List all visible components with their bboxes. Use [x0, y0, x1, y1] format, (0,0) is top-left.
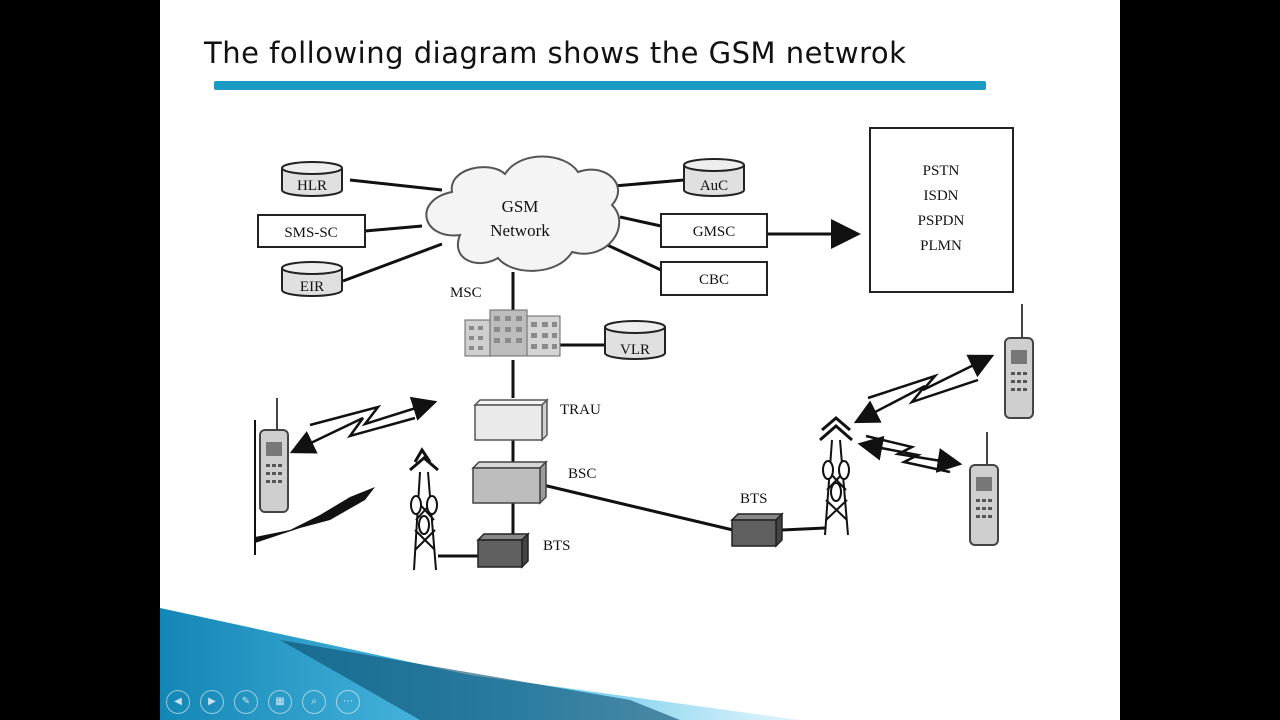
lightning-signal-icon	[853, 354, 995, 424]
gmsc-label: GMSC	[693, 224, 736, 240]
coverage-area-shape	[254, 420, 375, 555]
title-underline	[214, 81, 986, 90]
sms-sc-box[interactable]: SMS-SC	[257, 214, 366, 248]
external-network-isdn: ISDN	[923, 188, 958, 204]
slide: The following diagram shows the GSM netw…	[160, 0, 1120, 720]
cylinder-database-icon	[683, 158, 745, 197]
previous-slide-icon[interactable]: ◀	[166, 690, 190, 714]
auc-database[interactable]: AuC	[683, 158, 745, 197]
lightning-signal-icon	[289, 396, 438, 454]
hlr-database[interactable]: HLR	[281, 161, 343, 197]
mobile-phone-icon	[1004, 304, 1034, 419]
sms-sc-label: SMS-SC	[284, 225, 337, 241]
hlr-label: HLR	[297, 178, 327, 194]
bts-left-node[interactable]: BTS	[476, 532, 571, 569]
next-slide-icon[interactable]: ▶	[200, 690, 224, 714]
mobile-phone-icon	[259, 398, 289, 513]
auc-label: AuC	[700, 178, 728, 194]
eir-label: EIR	[300, 279, 324, 295]
tower-icon	[409, 447, 439, 571]
bsc-label: BSC	[568, 466, 596, 482]
cbc-label: CBC	[699, 272, 729, 288]
mobile-phone-icon	[969, 432, 999, 546]
zoom-icon[interactable]: ⌕	[302, 690, 326, 714]
cloud-label-line1: GSM	[502, 197, 539, 216]
slide-title: The following diagram shows the GSM netw…	[204, 36, 907, 70]
msc-node[interactable]: MSC	[450, 285, 561, 357]
external-networks-box[interactable]: PSTN ISDN PSPDN PLMN	[869, 127, 1014, 293]
cloud-label-line2: Network	[490, 221, 550, 240]
bts-left-label: BTS	[543, 538, 571, 554]
gsm-network-cloud: GSM Network	[425, 155, 621, 272]
vlr-database[interactable]: VLR	[604, 320, 666, 360]
gmsc-box[interactable]: GMSC	[660, 213, 768, 248]
pen-icon[interactable]: ✎	[234, 690, 258, 714]
vlr-label: VLR	[620, 342, 650, 358]
trau-node[interactable]: TRAU	[473, 398, 601, 442]
gsm-network-diagram: GSM Network HLR EIR AuC	[160, 127, 1034, 720]
lightning-signal-icon	[857, 434, 963, 474]
cylinder-database-icon	[281, 161, 343, 197]
building-icon	[464, 309, 561, 357]
msc-label: MSC	[450, 285, 482, 301]
cylinder-database-icon	[604, 320, 666, 360]
more-options-icon[interactable]: ⋯	[336, 690, 360, 714]
bts-right-node[interactable]: BTS	[730, 491, 784, 548]
tower-icon	[819, 416, 853, 536]
cylinder-database-icon	[281, 261, 343, 297]
external-network-pstn: PSTN	[923, 163, 960, 179]
connection-lines	[342, 178, 826, 558]
cbc-box[interactable]: CBC	[660, 261, 768, 296]
slides-grid-icon[interactable]: ▦	[268, 690, 292, 714]
bsc-node[interactable]: BSC	[471, 460, 596, 505]
eir-database[interactable]: EIR	[281, 261, 343, 297]
external-network-pspdn: PSPDN	[918, 213, 965, 229]
player-controls: ◀ ▶ ✎ ▦ ⌕ ⋯	[166, 690, 360, 714]
external-network-plmn: PLMN	[920, 238, 962, 254]
trau-label: TRAU	[560, 402, 601, 418]
bts-right-label: BTS	[740, 491, 768, 507]
